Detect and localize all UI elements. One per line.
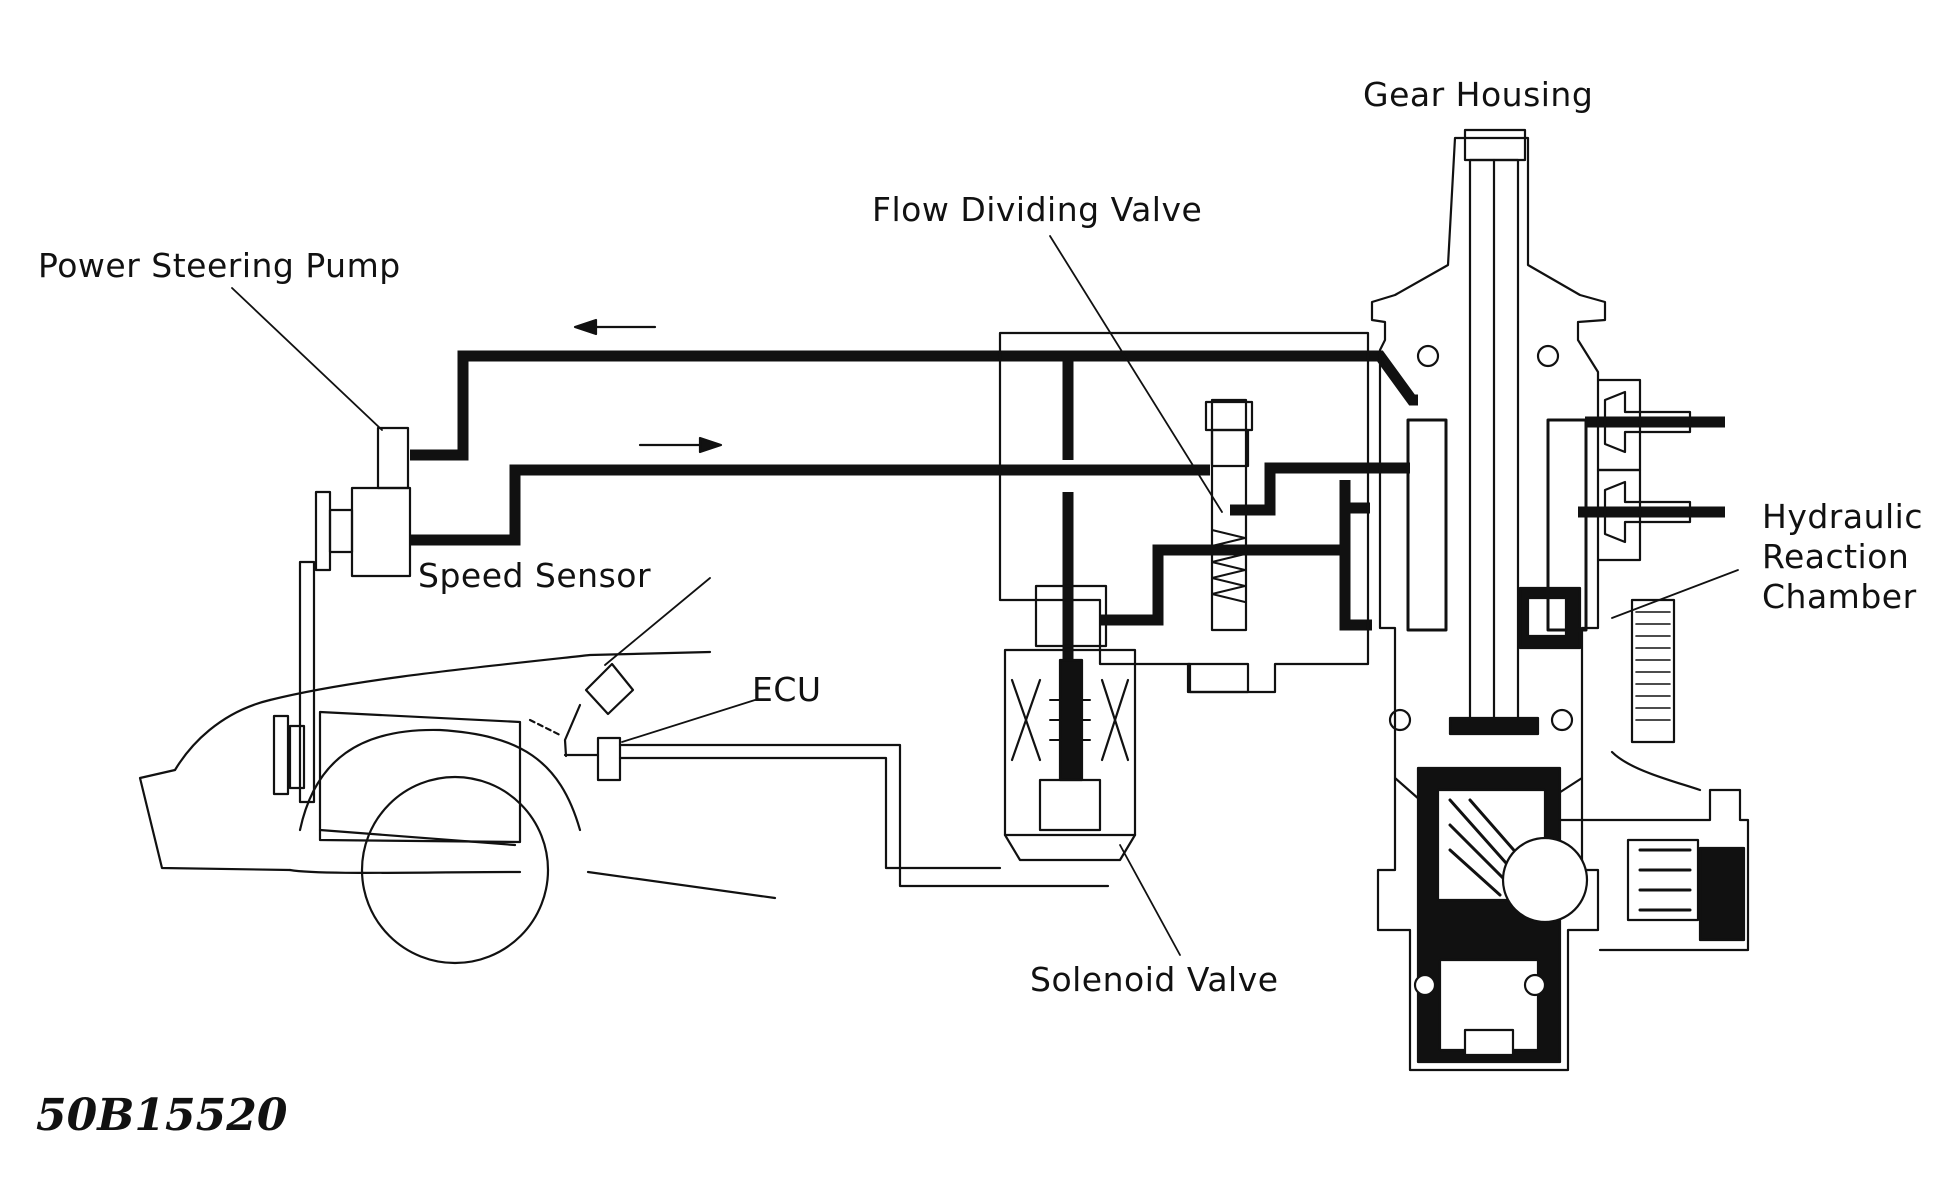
label-speed-sensor: Speed Sensor [418,556,652,595]
gear-housing-body [1370,128,1750,1072]
label-gear-housing: Gear Housing [1363,75,1594,114]
flow-valve-base [1186,662,1250,694]
leader-hydraulic-reaction-chamber [1611,569,1739,619]
flow-valve-spring [1211,529,1246,603]
label-hydraulic-reaction-chamber: Hydraulic Reaction Chamber [1762,497,1923,617]
power-steering-pump-body [272,426,412,804]
leader-ecu [621,699,756,743]
drive-belt [298,560,316,804]
leader-power-steering-pump [231,287,383,431]
leader-lines [231,235,1739,956]
hydraulic-hoses [410,350,1725,680]
label-power-steering-pump: Power Steering Pump [38,246,401,285]
figure-id: 50B15520 [36,1090,288,1141]
leader-solenoid-valve [1119,844,1181,956]
return-left-arrow [573,318,657,336]
label-solenoid-valve: Solenoid Valve [1030,960,1279,999]
solenoid-valve-body [1003,584,1137,862]
flow-dividing-valve-body [1210,398,1248,632]
worm-ball-nut [1501,836,1589,924]
car-body-outline [138,650,777,965]
valve-body-housing [998,331,1370,694]
label-hydraulic-line3: Chamber [1762,577,1917,616]
supply-right-arrow [638,436,723,454]
label-hydraulic-line2: Reaction [1762,537,1910,576]
speed-sensor-body [563,662,635,758]
front-wheel [360,775,550,965]
ecu-box [563,736,1110,888]
leader-flow-dividing-valve [1049,235,1223,513]
leader-speed-sensor [604,577,711,666]
label-hydraulic-line1: Hydraulic [1762,497,1923,536]
label-ecu: ECU [752,670,822,709]
engine-block [318,710,522,844]
label-flow-dividing-valve: Flow Dividing Valve [872,190,1203,229]
